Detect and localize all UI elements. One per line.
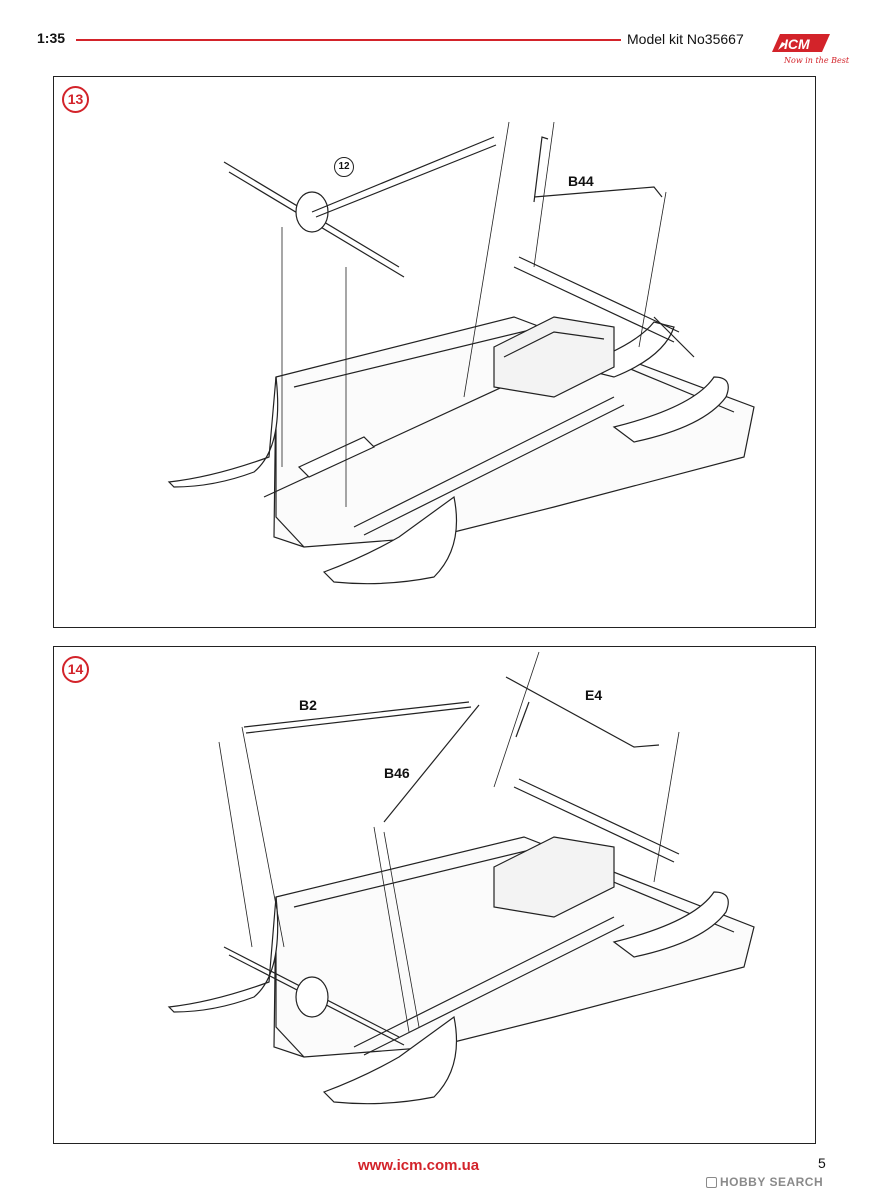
header-rule	[76, 39, 621, 41]
page-header: 1:35 Model kit No35667 ICM Now in the Be…	[0, 0, 869, 80]
step-13-assembly-drawing	[167, 121, 755, 585]
website-link[interactable]: www.icm.com.ua	[358, 1157, 480, 1174]
step-14-panel: 14	[53, 646, 816, 1144]
logo-tagline: Now in the Best	[784, 56, 850, 65]
step-number-badge: 13	[62, 86, 89, 113]
part-label-b44: B44	[568, 173, 594, 189]
part-label-b46: B46	[384, 765, 410, 781]
reference-step-badge: 12	[334, 157, 354, 177]
model-kit-number: Model kit No35667	[627, 31, 744, 47]
step-14-assembly-drawing	[167, 651, 755, 1105]
page-number: 5	[818, 1155, 826, 1171]
watermark-icon	[706, 1177, 717, 1188]
scale-label: 1:35	[37, 30, 66, 46]
svg-text:ICM: ICM	[784, 36, 810, 52]
watermark: HOBBY SEARCH	[706, 1175, 823, 1189]
icm-logo: ICM	[760, 22, 840, 72]
step-number-badge: 14	[62, 656, 89, 683]
part-label-e4: E4	[585, 687, 603, 703]
step-13-panel: 13	[53, 76, 816, 628]
watermark-text: HOBBY SEARCH	[720, 1175, 824, 1189]
part-label-b2: B2	[299, 697, 317, 713]
